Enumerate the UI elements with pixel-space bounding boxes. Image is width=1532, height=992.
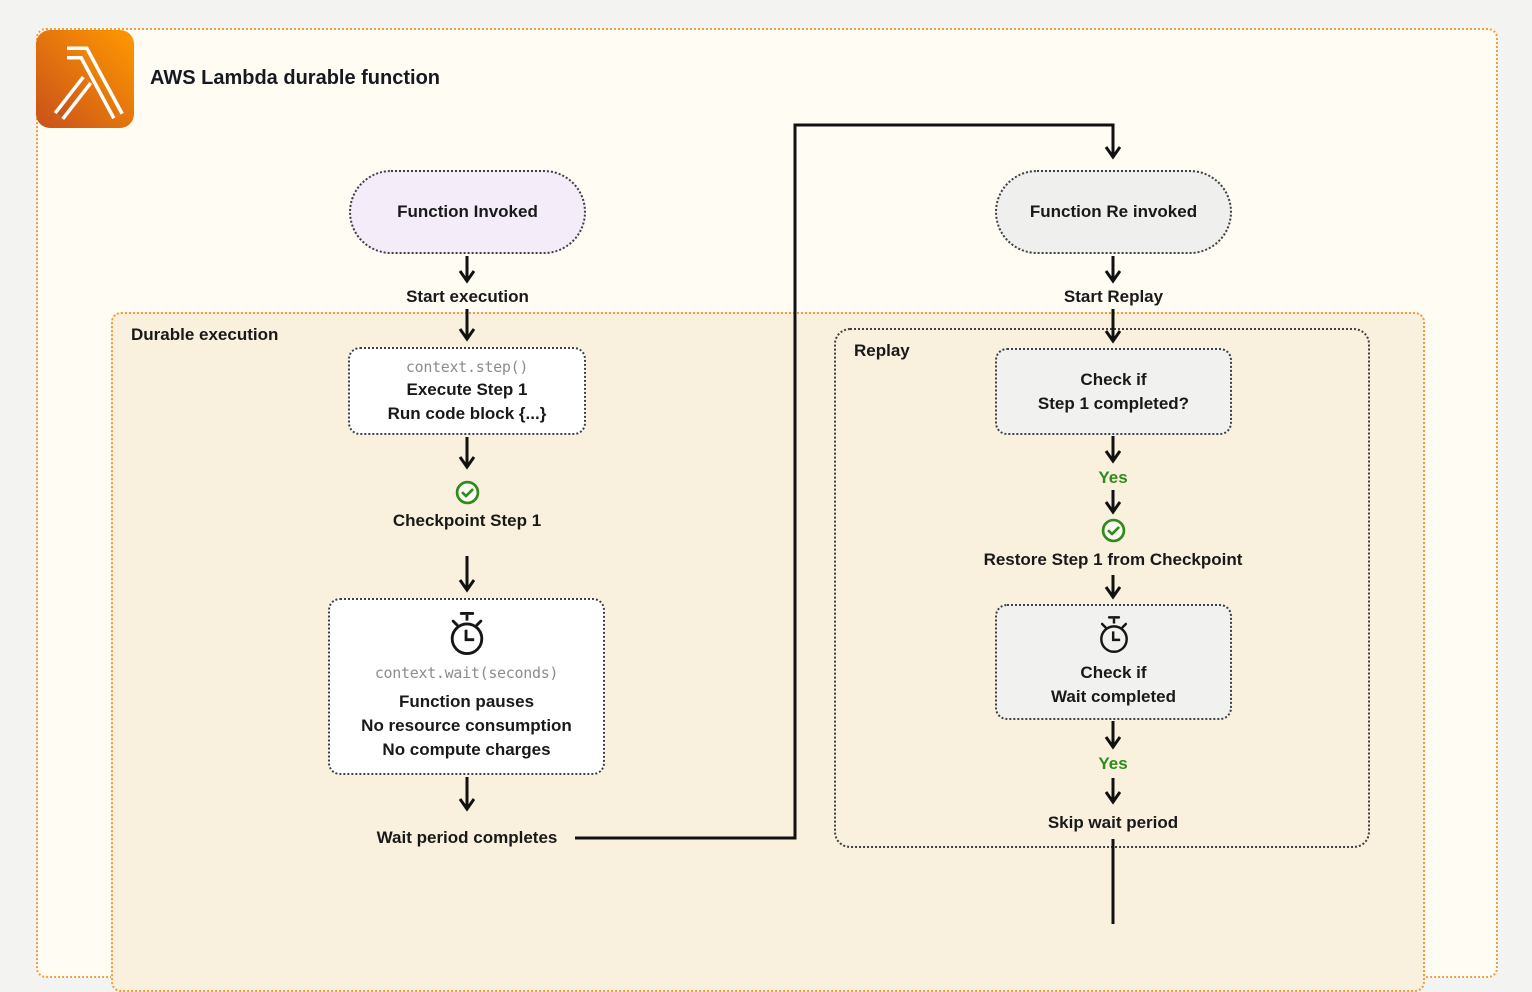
- stopwatch-icon: [1099, 616, 1128, 654]
- wait-node: context.wait(seconds) Function pauses No…: [328, 598, 605, 775]
- start-replay-label: Start Replay: [1063, 287, 1164, 306]
- step-code-text: context.step(): [405, 357, 529, 376]
- checkpoint-check-icon: [455, 480, 480, 505]
- step-node: context.step() Execute Step 1 Run code b…: [348, 347, 586, 435]
- stopwatch-icon: [450, 612, 483, 656]
- check-wait-node: Check if Wait completed: [995, 604, 1232, 720]
- restore-check-icon: [1101, 518, 1126, 543]
- checkpoint-label: Checkpoint Step 1: [392, 511, 542, 530]
- step-line2: Run code block {...}: [387, 403, 547, 423]
- aws-lambda-icon: [36, 30, 134, 128]
- durable-execution-label: Durable execution: [131, 325, 279, 344]
- wait-line1: Function pauses: [398, 692, 535, 712]
- check-step-node: Check if Step 1 completed?: [995, 348, 1232, 435]
- wait-line2: No resource consumption: [361, 716, 572, 736]
- wait-period-completes-label: Wait period completes: [376, 828, 558, 847]
- yes-label-1: Yes: [1098, 468, 1128, 487]
- function-invoked-text: Function Invoked: [397, 202, 538, 222]
- skip-wait-period-label: Skip wait period: [1047, 813, 1179, 832]
- replay-label: Replay: [854, 341, 910, 360]
- step-line1: Execute Step 1: [406, 379, 528, 399]
- restore-step-label: Restore Step 1 from Checkpoint: [983, 550, 1243, 569]
- function-reinvoked-node: Function Re invoked: [995, 170, 1232, 254]
- function-invoked-node: Function Invoked: [349, 170, 586, 254]
- page-title: AWS Lambda durable function: [150, 67, 441, 89]
- start-execution-label: Start execution: [406, 287, 529, 306]
- check-step-line2: Step 1 completed?: [1037, 393, 1190, 413]
- yes-label-2: Yes: [1098, 754, 1128, 773]
- wait-line3: No compute charges: [382, 739, 551, 759]
- wait-code-text: context.wait(seconds): [374, 664, 559, 683]
- check-wait-line2: Wait completed: [1051, 687, 1176, 706]
- function-reinvoked-text: Function Re invoked: [1029, 202, 1198, 222]
- check-step-line1: Check if: [1080, 369, 1147, 389]
- check-wait-line1: Check if: [1080, 663, 1147, 683]
